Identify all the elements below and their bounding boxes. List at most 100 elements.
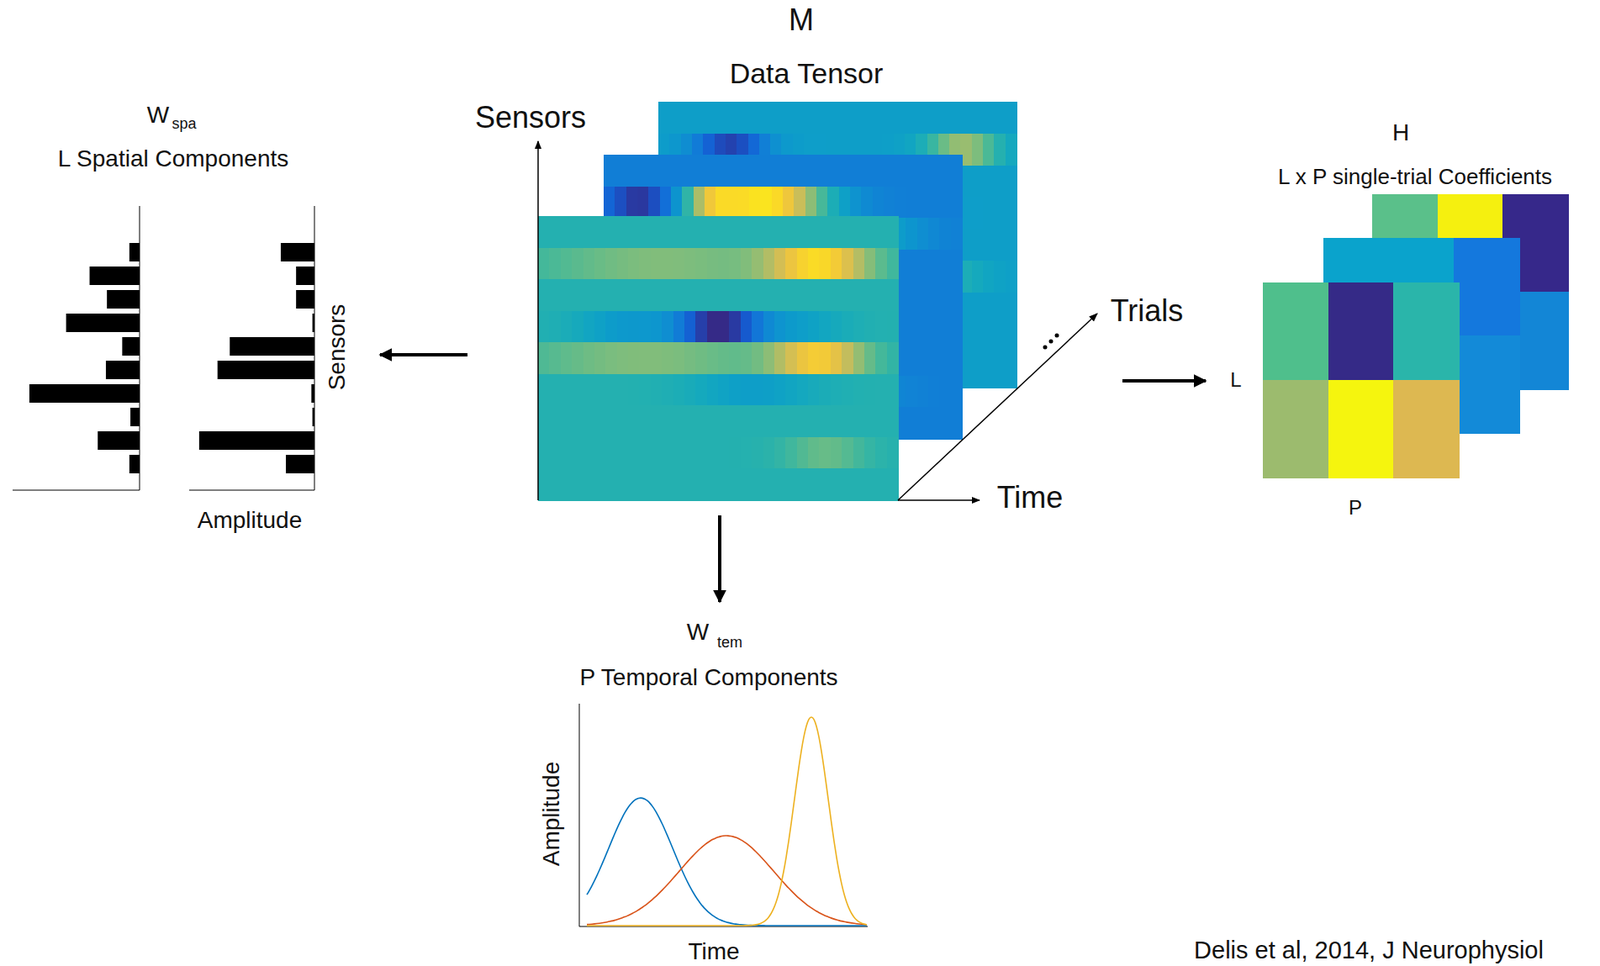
trial-panel [658, 101, 1018, 389]
axis-label: Sensors [475, 100, 587, 135]
heat-cell [549, 216, 561, 249]
heat-cell [605, 342, 618, 375]
heat-cell [681, 154, 694, 187]
heat-cell [872, 186, 885, 219]
heat-cell [864, 216, 877, 249]
heat-cell [982, 323, 995, 356]
heat-cell [905, 375, 918, 408]
heat-cell [571, 374, 584, 407]
heat-cell [693, 186, 706, 219]
heat-cell [549, 437, 561, 470]
heat-cell [818, 468, 831, 501]
heat-cell [638, 248, 651, 280]
heat-cell [939, 406, 951, 439]
arrow-down [718, 515, 722, 602]
heat-cell [993, 165, 1006, 198]
heat-cell [905, 312, 918, 345]
matrix-subscript: spa [171, 116, 196, 133]
heat-cell [864, 311, 877, 344]
heat-cell [605, 279, 618, 312]
heat-cell [695, 311, 708, 344]
heat-cell [605, 248, 618, 280]
heat-cell [684, 311, 697, 344]
heat-cell [830, 437, 843, 470]
heat-cell [917, 406, 930, 439]
heat-cell [605, 437, 618, 470]
spatial-bar [130, 407, 140, 427]
heat-cell [830, 374, 843, 407]
heat-cell [740, 311, 753, 344]
heat-cell [560, 437, 573, 470]
heat-cell [707, 311, 719, 344]
ellipsis-dot [1049, 339, 1054, 344]
heat-cell [905, 154, 918, 187]
heat-cell [650, 342, 663, 375]
heat-cell [628, 311, 640, 344]
heat-cell [681, 101, 693, 134]
heat-cell [549, 374, 561, 407]
heat-cell [751, 437, 764, 470]
heat-cell [538, 311, 550, 344]
heat-cell [1005, 196, 1018, 229]
heat-cell [993, 292, 1006, 325]
heat-cell [818, 374, 831, 407]
heat-cell [928, 375, 940, 408]
heat-cell [583, 468, 596, 501]
heat-cell [797, 374, 809, 407]
heat-cell [950, 343, 963, 376]
heat-cell [583, 342, 596, 375]
heat-cell [661, 216, 674, 249]
heat-cell [830, 279, 843, 312]
heat-cell [560, 311, 573, 344]
heat-cell [617, 248, 629, 280]
heat-cell [1005, 133, 1018, 166]
heat-cell [617, 405, 629, 438]
heat-cell [660, 186, 672, 219]
heat-cell [848, 101, 861, 134]
heat-cell [617, 279, 629, 312]
spatial-bar [311, 384, 315, 403]
heat-cell [785, 405, 798, 438]
heat-cell [904, 101, 917, 134]
heat-cell [673, 342, 686, 375]
spatial-bar [229, 337, 315, 356]
heat-cell [917, 249, 930, 282]
heat-cell [864, 342, 877, 375]
heat-cell [805, 186, 818, 219]
heat-cell [887, 216, 899, 249]
spatial-bar [29, 384, 140, 403]
heat-cell [751, 405, 764, 438]
heat-cell [728, 216, 741, 249]
heat-cell [774, 468, 787, 501]
heat-cell [650, 468, 663, 501]
heat-cell [751, 279, 764, 312]
heat-cell [797, 437, 809, 470]
heat-cell [797, 279, 809, 312]
heat-cell [702, 101, 715, 134]
heat-cell [950, 154, 963, 187]
heat-cell [917, 186, 930, 219]
heat-cell [774, 374, 787, 407]
heat-cell [650, 405, 663, 438]
heat-cell [583, 216, 596, 249]
heat-cell [982, 133, 995, 166]
heat-cell [704, 154, 717, 187]
heat-cell [603, 186, 616, 219]
heat-cell [807, 437, 820, 470]
temporal-plot [579, 703, 868, 927]
heat-cell [583, 437, 596, 470]
heat-cell [684, 374, 697, 407]
heat-cell [728, 468, 741, 501]
heat-cell [707, 248, 719, 280]
heat-cell [673, 374, 686, 407]
heat-cell [774, 405, 787, 438]
heat-cell [549, 311, 561, 344]
heat-cell [673, 216, 686, 249]
heat-cell [853, 342, 866, 375]
heat-cell [605, 311, 618, 344]
heat-cell [770, 101, 782, 134]
axis-label: Amplitude [197, 507, 303, 534]
heat-cell [917, 312, 930, 345]
heat-cell [763, 374, 776, 407]
tensor-axes [538, 141, 1098, 501]
